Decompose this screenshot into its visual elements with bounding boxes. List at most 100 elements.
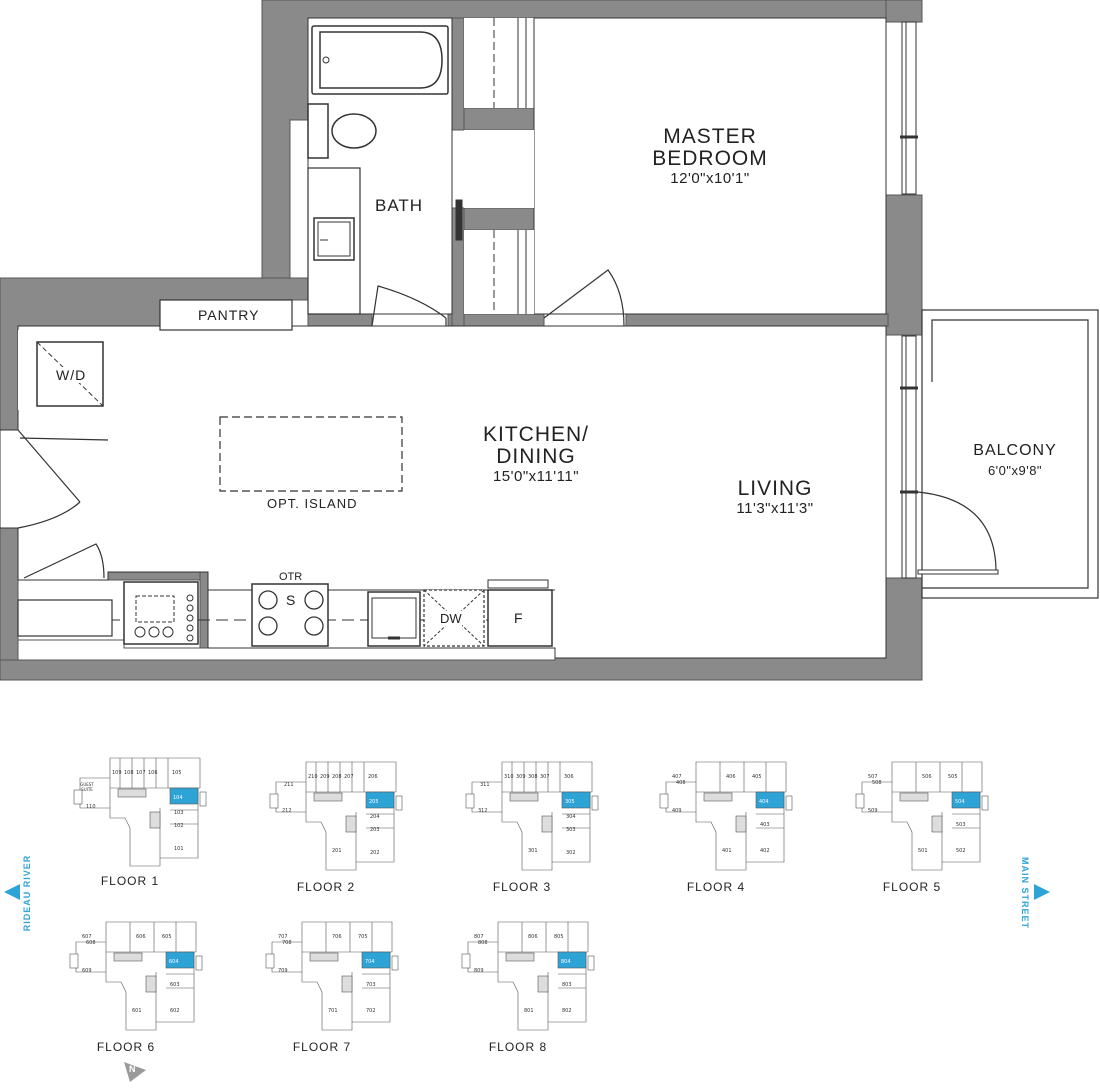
key-plan-drawing — [659, 761, 793, 871]
unit-number: 608 — [86, 940, 96, 946]
pantry-label: PANTRY — [198, 307, 260, 323]
key-plan-drawing — [461, 921, 595, 1031]
master-bedroom-dims: 12'0"x10'1" — [670, 170, 750, 187]
unit-number-highlighted: 104 — [173, 795, 183, 801]
arrow-left-icon — [4, 884, 20, 900]
kitchen-name-1: KITCHEN/ — [482, 423, 589, 446]
kitchen-dims: 15'0"x11'11" — [492, 468, 580, 485]
unit-number: 506 — [922, 774, 932, 780]
floor-label: FLOOR 6 — [96, 1040, 156, 1054]
unit-number: 106 — [148, 770, 158, 776]
living-label: LIVING 11'3"x11'3" — [705, 478, 845, 518]
guest-suite-label: GUEST SUITE — [80, 782, 94, 792]
unit-number: 201 — [332, 848, 342, 854]
unit-number: 703 — [366, 982, 376, 988]
unit-number: 405 — [752, 774, 762, 780]
unit-number: 407 — [672, 774, 682, 780]
unit-number: 409 — [672, 808, 682, 814]
unit-number: 301 — [528, 848, 538, 854]
unit-number: 311 — [480, 782, 490, 788]
unit-number: 509 — [868, 808, 878, 814]
floor-label: FLOOR 5 — [882, 880, 942, 894]
unit-number: 206 — [368, 774, 378, 780]
floor-plan-drawing — [0, 0, 1099, 681]
unit-number: 302 — [566, 850, 576, 856]
unit-number: 304 — [566, 814, 576, 820]
unit-number: 210 — [308, 774, 318, 780]
unit-number: 808 — [478, 940, 488, 946]
unit-number-highlighted: 305 — [565, 799, 575, 805]
kitchen-name-2: DINING — [496, 445, 576, 468]
key-plan-drawing — [265, 921, 399, 1031]
unit-number: 103 — [174, 810, 184, 816]
unit-number: 212 — [282, 808, 292, 814]
unit-number: 708 — [282, 940, 292, 946]
unit-number: 701 — [328, 1008, 338, 1014]
opt-island-label: OPT. ISLAND — [267, 496, 358, 511]
unit-number: 107 — [136, 770, 146, 776]
unit-number: 211 — [284, 782, 294, 788]
unit-number: 303 — [566, 827, 576, 833]
unit-number: 502 — [956, 848, 966, 854]
unit-number: 707 — [278, 934, 288, 940]
unit-number: 501 — [918, 848, 928, 854]
unit-number-highlighted: 504 — [955, 799, 965, 805]
unit-number: 312 — [478, 808, 488, 814]
floor-label: FLOOR 4 — [686, 880, 746, 894]
floor-label: FLOOR 3 — [492, 880, 552, 894]
stove-label: S — [286, 592, 296, 608]
bath-label: BATH — [375, 196, 424, 215]
unit-number: 402 — [760, 848, 770, 854]
unit-number: 209 — [320, 774, 330, 780]
unit-number-highlighted: 704 — [365, 959, 375, 965]
unit-number: 503 — [956, 822, 966, 828]
unit-number: 602 — [170, 1008, 180, 1014]
unit-number: 202 — [370, 850, 380, 856]
unit-number: 802 — [562, 1008, 572, 1014]
unit-number: 307 — [540, 774, 550, 780]
compass: N — [120, 1058, 150, 1084]
master-bedroom-name-1: MASTER — [663, 125, 757, 148]
unit-number-highlighted: 205 — [369, 799, 379, 805]
unit-number: 609 — [82, 968, 92, 974]
unit-number: 109 — [112, 770, 122, 776]
living-dims: 11'3"x11'3" — [736, 500, 814, 517]
unit-number: 507 — [868, 774, 878, 780]
dishwasher-label: DW — [440, 611, 462, 626]
compass-label: N — [129, 1064, 136, 1074]
unit-number: 807 — [474, 934, 484, 940]
key-plan-drawing — [855, 761, 989, 871]
floor-label: FLOOR 7 — [292, 1040, 352, 1054]
balcony-label: BALCONY 6'0"x9'8" — [960, 440, 1070, 480]
unit-number: 310 — [504, 774, 514, 780]
living-name: LIVING — [737, 477, 813, 500]
key-plan-drawing — [269, 761, 403, 871]
floor-label: FLOOR 1 — [100, 874, 160, 888]
unit-number: 605 — [162, 934, 172, 940]
unit-number: 408 — [676, 780, 686, 786]
unit-number: 809 — [474, 968, 484, 974]
unit-number: 105 — [172, 770, 182, 776]
master-bedroom-label: MASTER BEDROOM 12'0"x10'1" — [620, 126, 800, 188]
kitchen-label: KITCHEN/ DINING 15'0"x11'11" — [456, 424, 616, 486]
unit-number: 309 — [516, 774, 526, 780]
unit-number: 803 — [562, 982, 572, 988]
unit-number: 406 — [726, 774, 736, 780]
street-right-label: MAIN STREET — [1020, 856, 1030, 929]
unit-number: 806 — [528, 934, 538, 940]
unit-number-highlighted: 804 — [561, 959, 571, 965]
wd-label: W/D — [56, 367, 87, 383]
unit-number: 603 — [170, 982, 180, 988]
unit-number: 308 — [528, 774, 538, 780]
unit-number: 607 — [82, 934, 92, 940]
unit-number: 705 — [358, 934, 368, 940]
unit-number: 401 — [722, 848, 732, 854]
unit-number: 108 — [124, 770, 134, 776]
floor-plan: MASTER BEDROOM 12'0"x10'1" BATH PANTRY W… — [0, 0, 1099, 681]
unit-number: 505 — [948, 774, 958, 780]
